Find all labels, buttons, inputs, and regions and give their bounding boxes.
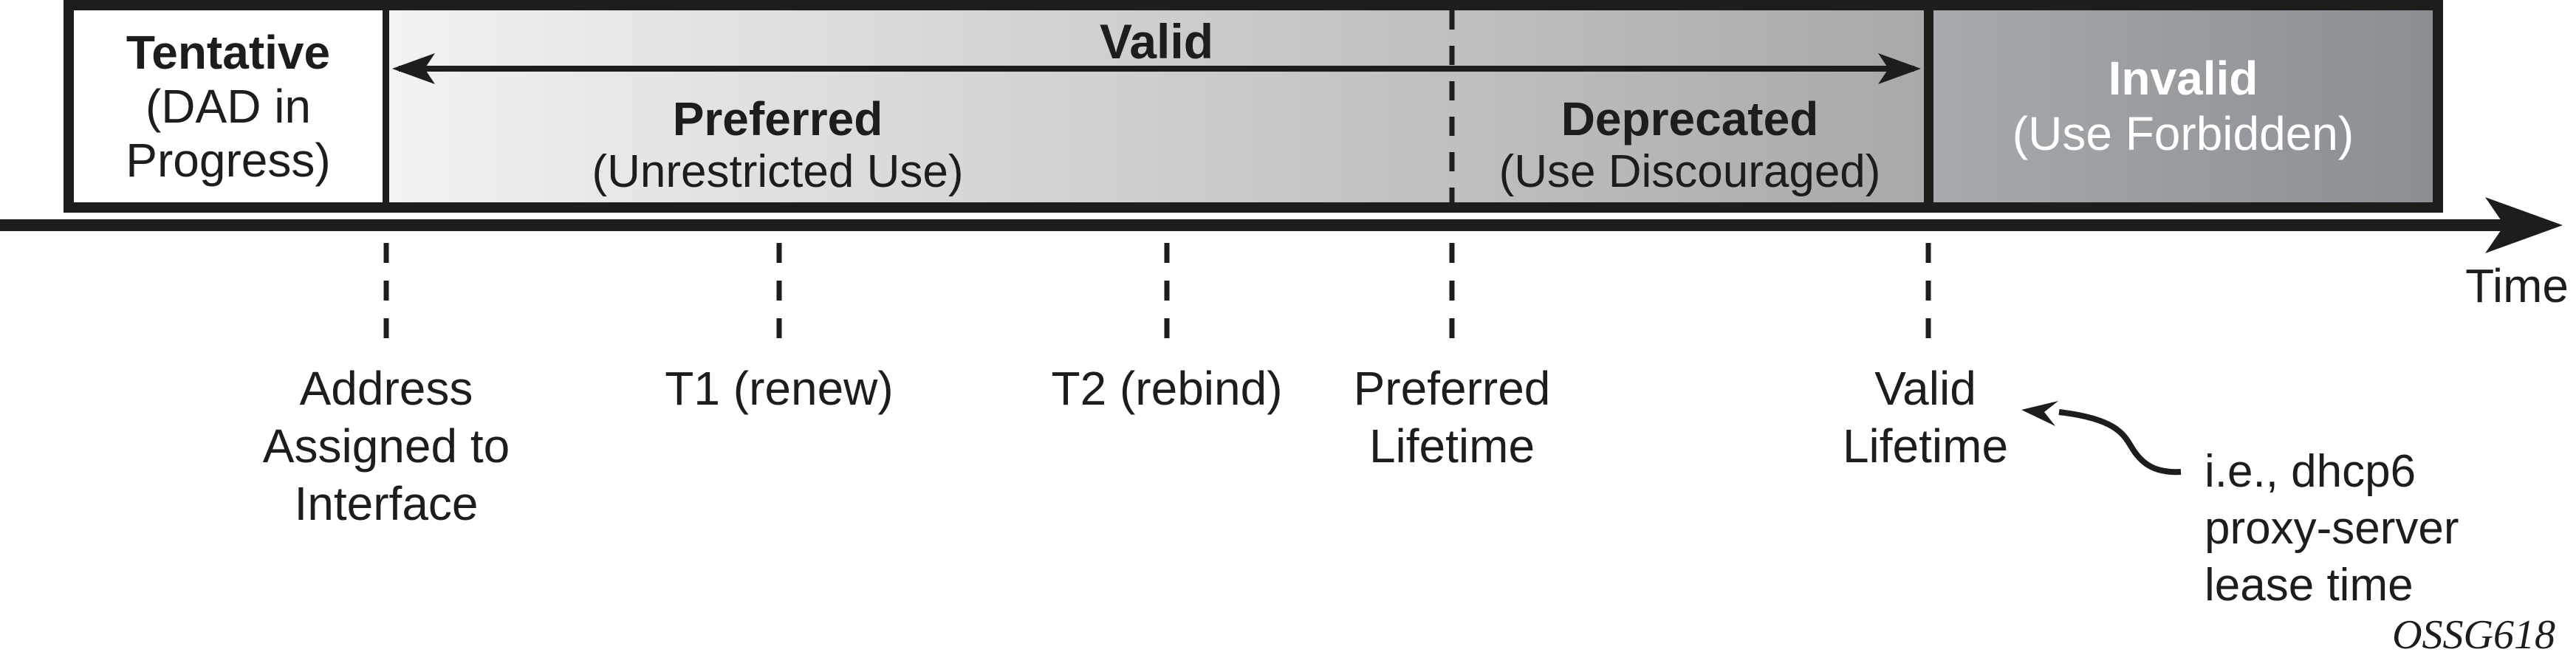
marker-label-t1: T1 (renew)	[665, 360, 893, 417]
tentative-title: Tentative	[126, 25, 331, 79]
timeline-arrowhead-icon	[2485, 197, 2563, 253]
state-box: Tentative (DAD in Progress) Valid Prefer…	[64, 0, 2443, 213]
tentative-section: Tentative (DAD in Progress)	[74, 10, 389, 202]
valid-title: Valid	[1099, 14, 1214, 69]
deprecated-title: Deprecated	[1561, 92, 1819, 145]
marker-label-line: T2 (rebind)	[1051, 362, 1283, 415]
marker-label-line: Interface	[294, 477, 479, 530]
marker-label-line: T1 (renew)	[665, 362, 894, 415]
deprecated-phase: Deprecated (Use Discouraged)	[1499, 93, 1881, 198]
marker-dashed-lines	[383, 243, 1931, 347]
marker-label-t2: T2 (rebind)	[1052, 360, 1283, 417]
tentative-subtitle-line2: Progress)	[126, 133, 331, 187]
annotation-line: i.e., dhcp6	[2205, 446, 2416, 497]
preferred-phase: Preferred (Unrestricted Use)	[592, 93, 964, 198]
preferred-title: Preferred	[672, 92, 883, 145]
deprecated-subtitle: (Use Discouraged)	[1498, 146, 1881, 197]
marker-label-line: Assigned to	[262, 419, 510, 473]
marker-label-valid-lifetime: Valid Lifetime	[1843, 360, 2008, 475]
annotation-line: lease time	[2205, 560, 2414, 611]
marker-label-line: Address	[299, 362, 473, 415]
lease-time-annotation: i.e., dhcp6 proxy-server lease time	[2205, 443, 2459, 614]
marker-label-line: Preferred	[1353, 362, 1551, 415]
callout-arrow	[2021, 401, 2182, 476]
tentative-subtitle-line1: (DAD in	[145, 79, 312, 133]
marker-label-line: Lifetime	[1842, 419, 2009, 473]
invalid-title: Invalid	[2108, 52, 2258, 105]
figure-id: OSSG618	[2392, 612, 2555, 658]
preferred-subtitle: (Unrestricted Use)	[592, 146, 964, 197]
invalid-subtitle: (Use Forbidden)	[2012, 107, 2354, 160]
marker-label-line: Lifetime	[1368, 419, 1535, 473]
marker-label-address: Address Assigned to Interface	[263, 360, 510, 532]
callout-arrowhead-icon	[2021, 401, 2058, 426]
time-axis-label: Time	[2465, 259, 2569, 312]
invalid-section: Invalid (Use Forbidden)	[1933, 10, 2433, 202]
marker-label-preferred-lifetime: Preferred Lifetime	[1354, 360, 1551, 475]
valid-section: Valid Preferred (Unrestricted Use) Depre…	[389, 10, 1933, 202]
annotation-line: proxy-server	[2205, 503, 2459, 554]
marker-label-line: Valid	[1874, 362, 1976, 415]
